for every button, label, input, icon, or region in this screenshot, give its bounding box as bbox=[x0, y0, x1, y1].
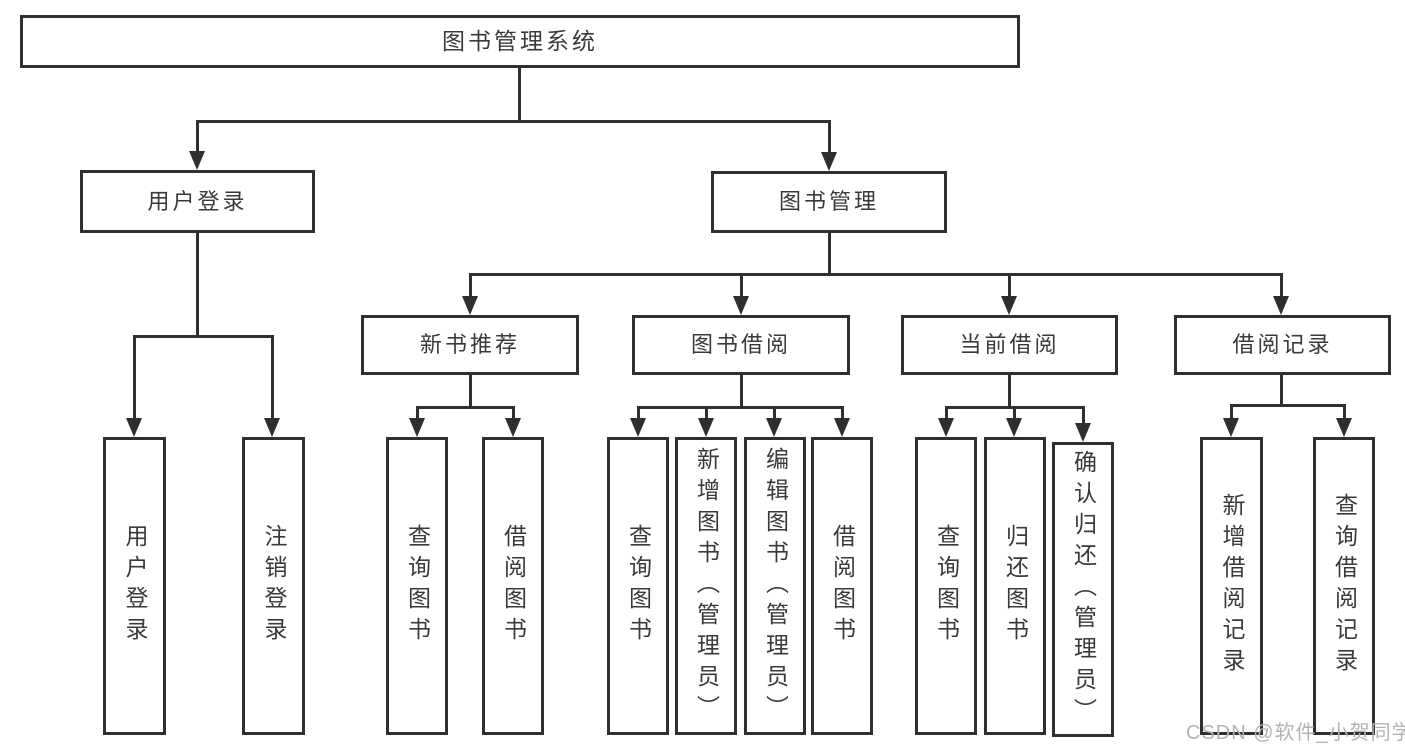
arrow-down-icon bbox=[1006, 418, 1022, 437]
leaf-label: 查询图书 bbox=[625, 524, 652, 648]
connector-line bbox=[1008, 375, 1011, 409]
leaf-label: 确认归还（管理员） bbox=[1070, 450, 1097, 729]
node-borrow-records: 借阅记录 bbox=[1174, 315, 1391, 375]
leaf-label: 归还图书 bbox=[1002, 524, 1029, 648]
connector-line bbox=[518, 68, 521, 122]
connector-line bbox=[1230, 404, 1233, 422]
connector-line bbox=[416, 406, 515, 409]
arrow-down-icon bbox=[505, 418, 521, 437]
leaf-query-books-recommend: 查询图书 bbox=[386, 437, 448, 735]
connector-line bbox=[1013, 406, 1016, 422]
arrow-down-icon bbox=[1273, 296, 1289, 315]
node-label: 新书推荐 bbox=[419, 332, 520, 357]
node-label: 当前借阅 bbox=[959, 332, 1060, 357]
connector-line bbox=[1343, 404, 1346, 422]
connector-line bbox=[133, 335, 274, 338]
leaf-return-books: 归还图书 bbox=[984, 437, 1046, 735]
node-user-login: 用户登录 bbox=[80, 170, 315, 233]
connector-line bbox=[512, 406, 515, 422]
connector-line bbox=[196, 120, 199, 155]
leaf-edit-books-admin: 编辑图书（管理员） bbox=[744, 437, 806, 735]
connector-line bbox=[637, 406, 640, 422]
connector-line bbox=[1008, 273, 1011, 300]
leaf-label: 新增图书（管理员） bbox=[693, 446, 720, 726]
connector-line bbox=[271, 335, 274, 422]
leaf-label: 用户登录 bbox=[122, 524, 148, 648]
arrow-down-icon bbox=[834, 418, 850, 437]
connector-line bbox=[945, 406, 948, 422]
arrow-down-icon bbox=[189, 151, 205, 170]
arrow-down-icon bbox=[462, 296, 478, 315]
leaf-label: 查询借阅记录 bbox=[1331, 493, 1358, 679]
leaf-label: 新增借阅记录 bbox=[1219, 493, 1245, 679]
connector-line bbox=[841, 406, 844, 422]
leaf-logout: 注销登录 bbox=[242, 437, 305, 735]
leaf-label: 注销登录 bbox=[261, 524, 287, 648]
arrow-down-icon bbox=[126, 418, 142, 437]
leaf-add-books-admin: 新增图书（管理员） bbox=[675, 437, 737, 735]
node-book-management: 图书管理 bbox=[711, 171, 947, 233]
connector-line bbox=[705, 406, 708, 422]
node-library-management-system: 图书管理系统 bbox=[20, 15, 1020, 68]
leaf-add-borrow-record: 新增借阅记录 bbox=[1200, 437, 1263, 735]
arrow-down-icon bbox=[821, 152, 837, 171]
leaf-user-login: 用户登录 bbox=[103, 437, 166, 735]
connector-line bbox=[828, 233, 831, 276]
node-label: 图书管理 bbox=[778, 189, 879, 214]
leaf-borrow-books-recommend: 借阅图书 bbox=[482, 437, 544, 735]
arrow-down-icon bbox=[1223, 418, 1239, 437]
node-new-book-recommend: 新书推荐 bbox=[361, 315, 579, 375]
node-book-borrowing: 图书借阅 bbox=[632, 315, 850, 375]
connector-line bbox=[416, 406, 419, 422]
connector-line bbox=[637, 406, 844, 409]
arrow-down-icon bbox=[1075, 423, 1091, 442]
connector-line bbox=[740, 273, 743, 300]
arrow-down-icon bbox=[698, 418, 714, 437]
connector-line bbox=[1280, 375, 1283, 407]
arrow-down-icon bbox=[1336, 418, 1352, 437]
connector-line bbox=[828, 120, 831, 155]
leaf-label: 借阅图书 bbox=[829, 524, 856, 648]
leaf-label: 借阅图书 bbox=[500, 524, 527, 648]
connector-line bbox=[1082, 406, 1085, 427]
arrow-down-icon bbox=[264, 418, 280, 437]
leaf-query-books-borrowing: 查询图书 bbox=[607, 437, 669, 735]
connector-line bbox=[773, 406, 776, 422]
leaf-query-books-current: 查询图书 bbox=[915, 437, 977, 735]
node-label: 借阅记录 bbox=[1232, 332, 1333, 357]
connector-line bbox=[469, 273, 1283, 276]
arrow-down-icon bbox=[1001, 296, 1017, 315]
connector-line bbox=[1230, 404, 1346, 407]
leaf-label: 编辑图书（管理员） bbox=[762, 446, 789, 726]
arrow-down-icon bbox=[938, 418, 954, 437]
connector-line bbox=[196, 120, 831, 123]
node-label: 图书借阅 bbox=[690, 332, 791, 357]
arrow-down-icon bbox=[733, 296, 749, 315]
leaf-query-borrow-record: 查询借阅记录 bbox=[1313, 437, 1375, 735]
connector-line bbox=[740, 375, 743, 409]
arrow-down-icon bbox=[630, 418, 646, 437]
leaf-borrow-books-borrowing: 借阅图书 bbox=[811, 437, 873, 735]
node-current-borrowing: 当前借阅 bbox=[901, 315, 1118, 375]
watermark: CSDN @软件_小贺同学 bbox=[1186, 722, 1405, 744]
arrow-down-icon bbox=[766, 418, 782, 437]
connector-line bbox=[133, 335, 136, 422]
node-label: 用户登录 bbox=[147, 188, 248, 214]
leaf-label: 查询图书 bbox=[933, 524, 960, 648]
leaf-label: 查询图书 bbox=[404, 524, 431, 648]
connector-line bbox=[196, 233, 199, 337]
arrow-down-icon bbox=[409, 418, 425, 437]
connector-line bbox=[1280, 273, 1283, 300]
node-label: 图书管理系统 bbox=[442, 28, 598, 54]
leaf-confirm-return-admin: 确认归还（管理员） bbox=[1052, 442, 1114, 737]
connector-line bbox=[469, 273, 472, 300]
connector-line bbox=[469, 375, 472, 409]
